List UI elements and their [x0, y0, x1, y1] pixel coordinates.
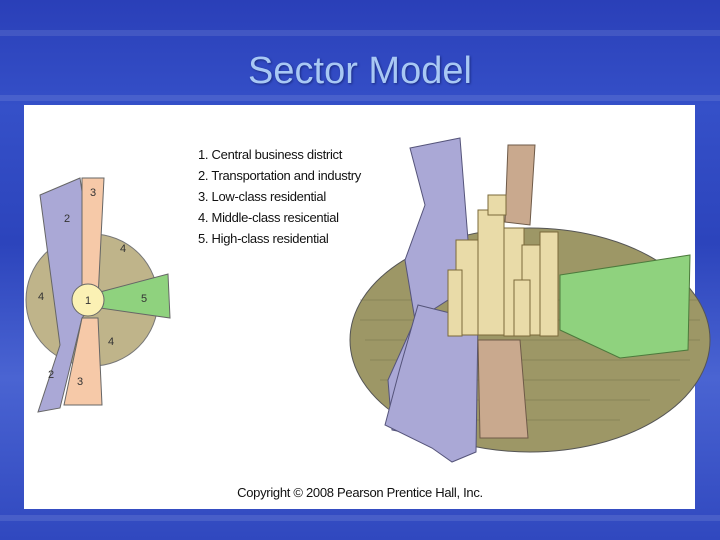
label-4-right-top: 4 [120, 243, 126, 255]
label-1: 1 [85, 295, 91, 307]
legend: 1. Central business district 2. Transpor… [198, 144, 361, 249]
legend-item-5: 5. High-class residential [198, 231, 329, 246]
city-illustration [349, 137, 711, 463]
label-5: 5 [141, 293, 147, 305]
sector-wheel: 1 2 3 4 4 5 4 2 3 [25, 177, 171, 413]
low-class-zone-top [504, 144, 536, 226]
legend-item-4: 4. Middle-class resicential [198, 210, 339, 225]
copyright-text: Copyright © 2008 Pearson Prentice Hall, … [237, 485, 483, 500]
high-class-zone [559, 254, 691, 359]
label-2-top: 2 [64, 213, 70, 225]
legend-item-1: 1. Central business district [198, 147, 343, 162]
low-class-sector-bottom [63, 317, 103, 406]
label-2-bottom: 2 [48, 369, 54, 381]
slide-title: Sector Model [248, 50, 472, 92]
label-3-top: 3 [90, 187, 96, 199]
label-4-left: 4 [38, 291, 44, 303]
legend-item-3: 3. Low-class residential [198, 189, 326, 204]
label-4-right-bottom: 4 [108, 336, 114, 348]
cbd-circle [71, 283, 105, 317]
low-class-zone-bottom [477, 339, 529, 439]
label-3-bottom: 3 [77, 376, 83, 388]
legend-item-2: 2. Transportation and industry [198, 168, 361, 183]
cbd-buildings [447, 194, 559, 337]
